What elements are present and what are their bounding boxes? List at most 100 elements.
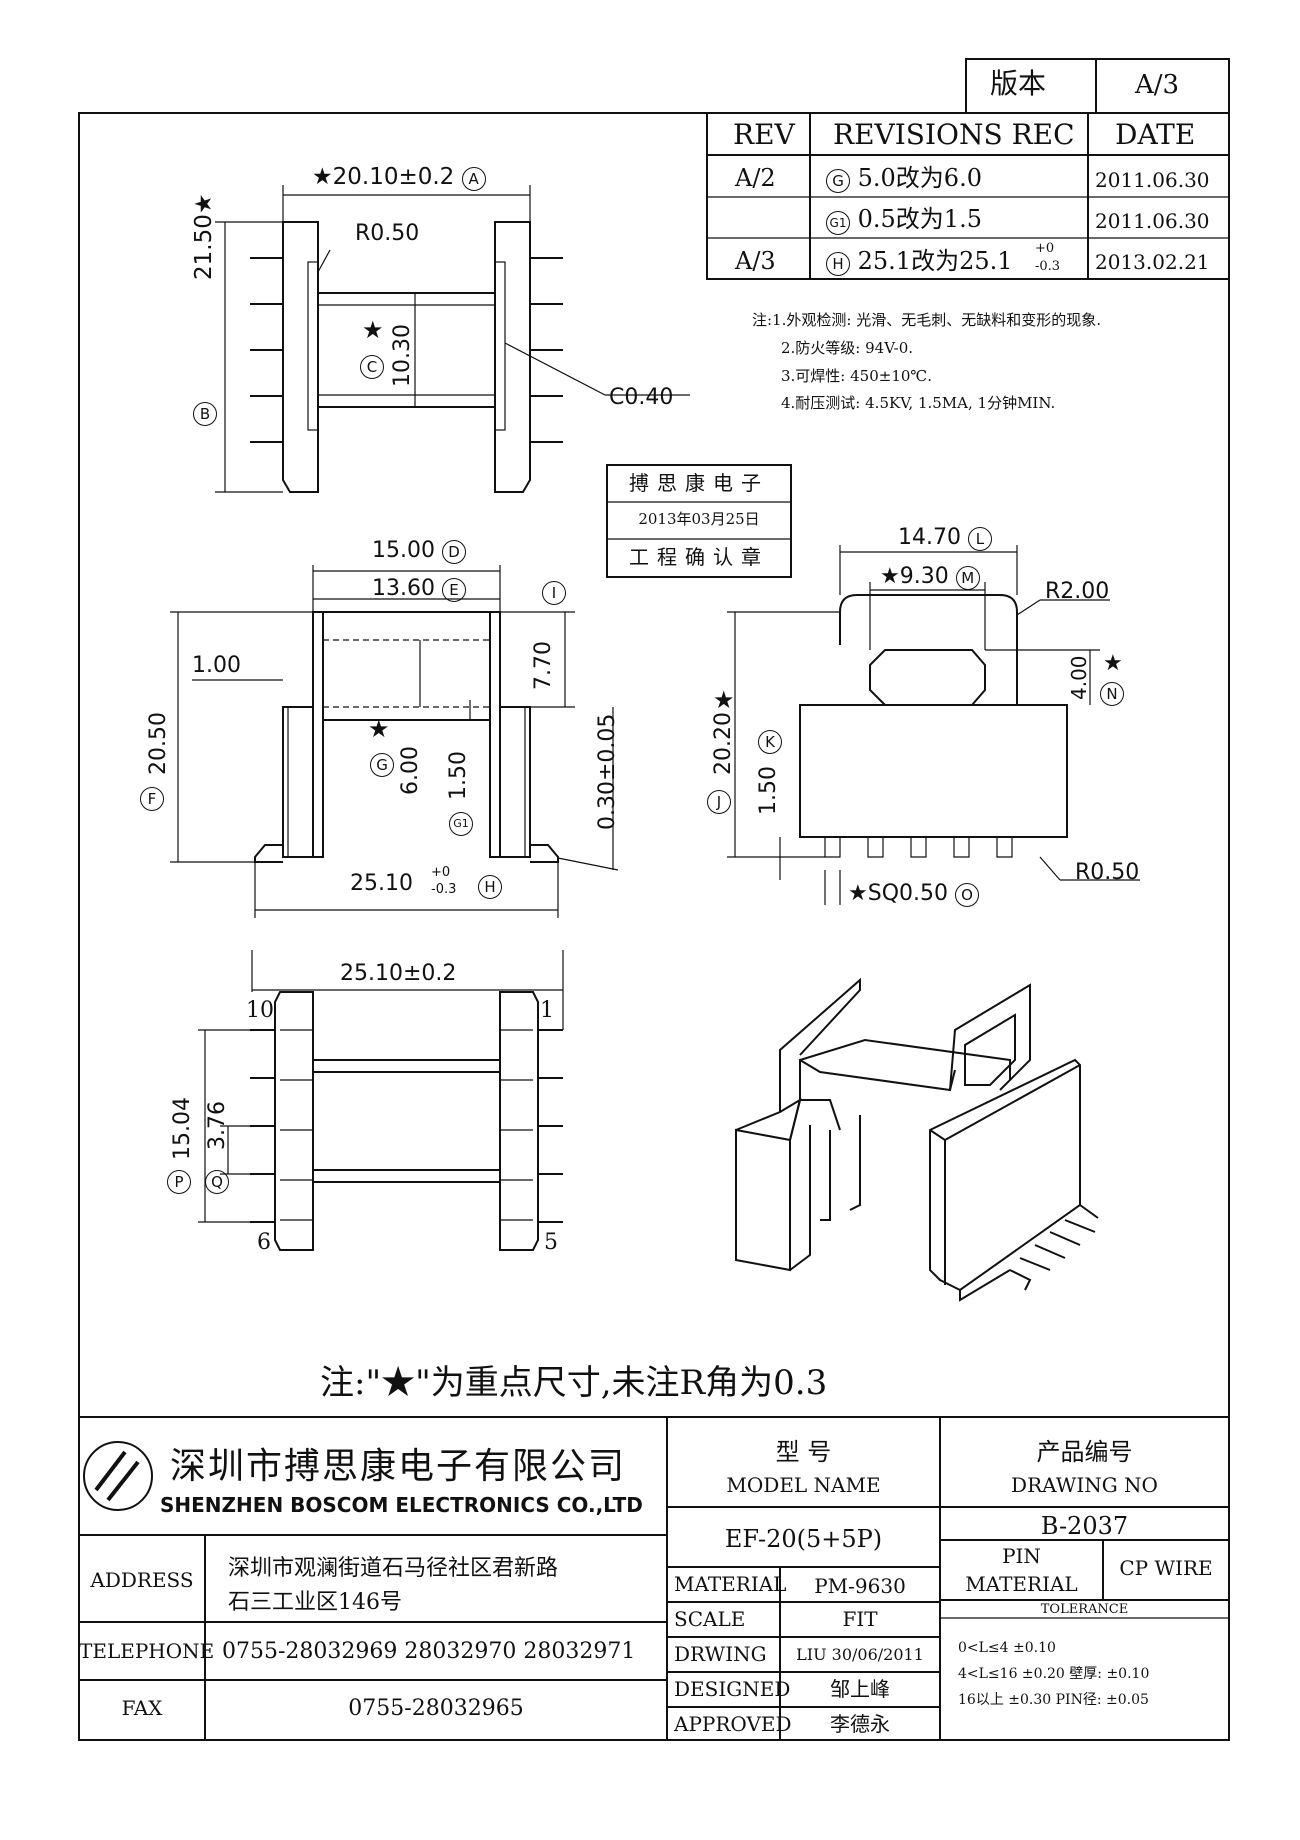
approved-label: APPROVED xyxy=(674,1712,792,1736)
dim-e: 13.60 E xyxy=(372,578,466,602)
stamp-date: 2013年03月25日 xyxy=(638,510,760,528)
marker-m: M xyxy=(955,566,980,590)
dim-a: ★20.10±0.2 A xyxy=(312,166,486,191)
designed-label: DESIGNED xyxy=(674,1677,791,1701)
designed-value: 邹上峰 xyxy=(830,1677,890,1701)
front-view xyxy=(170,565,619,918)
note-1: 注:1.外观检测: 光滑、无毛刺、无缺料和变形的现象. xyxy=(752,311,1101,329)
marker-i: I xyxy=(542,581,566,605)
telephone-label: TELEPHONE xyxy=(79,1639,215,1663)
dim-n-star: ★ xyxy=(1103,651,1123,676)
stamp-box xyxy=(606,464,792,578)
company-name-en: SHENZHEN BOSCOM ELECTRONICS CO.,LTD xyxy=(160,1493,643,1517)
dim-h: 25.10 xyxy=(350,873,413,895)
dim-h-tol-dn: -0.3 xyxy=(431,882,457,897)
marker-b: B xyxy=(193,402,217,426)
tolerance-2: 4<L≤16 ±0.20 壁厚: ±0.10 xyxy=(958,1666,1150,1682)
isometric-view xyxy=(735,977,1099,1302)
drawing-label-cn: 产品编号 xyxy=(1036,1438,1133,1466)
dim-l-value: 14.70 xyxy=(898,525,961,550)
drwing-value: LIU 30/06/2011 xyxy=(796,1645,924,1664)
dim-r050-top: R0.50 xyxy=(355,221,420,246)
dim-i: 7.70 xyxy=(531,641,556,690)
marker-p: P xyxy=(167,1170,191,1194)
note-2: 2.防火等级: 94V-0. xyxy=(781,339,914,357)
version-label: 版本 xyxy=(990,67,1047,100)
pin-label-1: PIN xyxy=(1002,1544,1041,1568)
rev-header: REV xyxy=(733,118,795,151)
revisions-rec-header: REVISIONS REC xyxy=(833,118,1075,151)
marker-g: G xyxy=(826,169,850,193)
address-line-2: 石三工业区146号 xyxy=(228,1590,402,1615)
dim-k: 1.50 xyxy=(756,766,781,815)
note-3: 3.可焊性: 450±10℃. xyxy=(781,367,932,385)
dim-l: 14.70 L xyxy=(898,527,992,551)
pin-5-label: 5 xyxy=(544,1230,558,1255)
dim-0-30: 0.30±0.05 xyxy=(595,713,620,830)
dim-g1: 1.50 xyxy=(446,751,471,800)
dim-r200: R2.00 xyxy=(1045,579,1110,604)
dim-e-value: 13.60 xyxy=(372,576,435,601)
dim-o: ★SQ0.50 O xyxy=(848,883,979,907)
dim-d-value: 15.00 xyxy=(372,538,435,563)
rev-row-2-change: G1 0.5改为1.5 xyxy=(826,207,982,235)
rev-row-1-text: 5.0改为6.0 xyxy=(857,164,982,192)
dim-c-star: ★ xyxy=(362,316,384,344)
pin-label-2: MATERIAL xyxy=(965,1572,1078,1596)
marker-n: N xyxy=(1100,682,1124,706)
rev-row-3-change: H 25.1改为25.1 xyxy=(826,249,1013,276)
rev-row-3-date: 2013.02.21 xyxy=(1095,250,1210,274)
note-4: 4.耐压测试: 4.5KV, 1.5MA, 1分钟MIN. xyxy=(781,394,1056,412)
telephone-value: 0755-28032969 28032970 28032971 xyxy=(222,1639,636,1664)
dim-n: 4.00 xyxy=(1067,655,1091,700)
model-label-en: MODEL NAME xyxy=(726,1473,881,1497)
pin-material: CP WIRE xyxy=(1119,1556,1213,1580)
drawing-label-en: DRAWING NO xyxy=(1011,1473,1158,1497)
scale-label: SCALE xyxy=(674,1607,746,1631)
date-header: DATE xyxy=(1115,118,1196,151)
address-line-1: 深圳市观澜街道石马径社区君新路 xyxy=(228,1556,559,1581)
marker-k: K xyxy=(758,730,782,754)
dim-c040: C0.40 xyxy=(609,385,674,410)
version-value: A/3 xyxy=(1135,70,1180,100)
tolerance-label: TOLERANCE xyxy=(1040,1602,1129,1617)
dim-h-tol-up: +0 xyxy=(431,865,451,880)
marker-h: H xyxy=(826,252,850,276)
dim-m: ★9.30 M xyxy=(880,566,980,590)
rev-row-3-text: 25.1改为25.1 xyxy=(857,247,1013,275)
rev-row-3-rev: A/3 xyxy=(735,247,776,275)
marker-o: O xyxy=(955,883,979,907)
dim-o-value: ★SQ0.50 xyxy=(848,881,948,906)
scale-value: FIT xyxy=(842,1607,878,1631)
dim-j: 20.20 xyxy=(711,712,736,775)
dim-d: 15.00 D xyxy=(372,540,466,564)
title-block-grid xyxy=(79,1416,1229,1740)
dim-h-value: 25.10 xyxy=(350,871,413,896)
pin-6-label: 6 xyxy=(257,1230,271,1255)
dim-1-00: 1.00 xyxy=(192,653,241,678)
top-view xyxy=(215,185,690,493)
fax-value: 0755-28032965 xyxy=(348,1696,524,1721)
model-value: EF-20(5+5P) xyxy=(724,1525,883,1553)
dim-b: 21.50★ xyxy=(191,193,217,280)
rev-row-1-change: G 5.0改为6.0 xyxy=(826,166,982,193)
address-label: ADDRESS xyxy=(90,1568,194,1592)
side-view xyxy=(727,545,1140,905)
marker-h-dim: H xyxy=(478,875,502,899)
marker-g1-dim: G1 xyxy=(449,812,473,836)
marker-d: D xyxy=(441,540,466,564)
marker-a: A xyxy=(461,167,486,191)
bottom-view xyxy=(198,950,564,1251)
rev-row-3-tol-up: +0 xyxy=(1035,241,1055,256)
pin-1-label: 1 xyxy=(540,998,554,1023)
key-dimension-note: 注:"★"为重点尺寸,未注R角为0.3 xyxy=(320,1363,828,1403)
marker-e: E xyxy=(441,578,466,602)
marker-g-dim: G xyxy=(370,753,394,777)
dim-r050-side: R0.50 xyxy=(1075,860,1140,885)
dim-a-value: ★20.10±0.2 xyxy=(312,164,455,190)
material-label: MATERIAL xyxy=(674,1572,787,1596)
pin-10-label: 10 xyxy=(246,998,274,1023)
tolerance-1: 0<L≤4 ±0.10 xyxy=(958,1640,1056,1656)
dim-width: 25.10±0.2 xyxy=(340,961,457,986)
